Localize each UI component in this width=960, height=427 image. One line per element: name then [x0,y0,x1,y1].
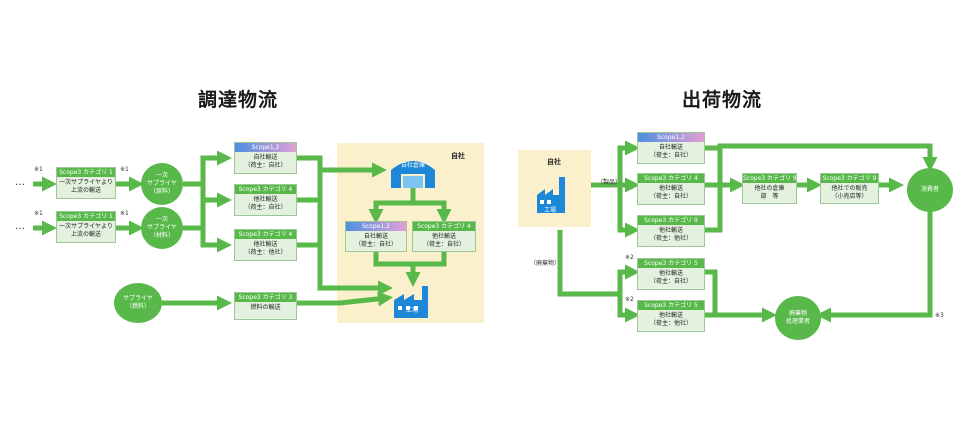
note-3: ※1 [120,166,129,173]
box-header: Scope3 カテゴリ 4 [413,222,475,231]
arrow-raw-scope12 [183,150,232,187]
product-label: （製品） [597,179,622,186]
arrow-r-scope12 [591,140,640,188]
factory-label: 工場 [405,307,418,314]
note-4: ※1 [120,210,129,217]
waste-handler-circle: 廃棄物 処理業者 [775,296,821,340]
box-r-cat9: Scope3 カテゴリ 9 他社輸送 （荷主：他社） [637,215,705,247]
arrow-mat-cat4 [183,225,232,253]
box-header: Scope1,2 [235,143,296,152]
warehouse-icon [389,158,437,188]
note-r-2: ※2 [625,296,634,303]
box-cat4-warehouse: Scope3 カテゴリ 4 他社輸送 （荷主：自社） [412,221,476,252]
arrow-r-to-warehouse [705,145,745,193]
box-r-cat5-a: Scope3 カテゴリ 5 他社輸送 （荷主：自社） [637,258,705,290]
arrow-to-factory [297,242,393,296]
note-2: ※1 [34,210,43,217]
supplier-raw-circle: 一次 サプライヤ （原料） [141,163,183,205]
box-body: 他社の倉庫 部 等 [754,185,785,200]
note-1: ※1 [34,166,43,173]
own-company-zone-right [518,150,591,227]
box-cat3-fuel: Scope3 カテゴリ 3 燃料の輸送 [234,292,297,320]
arrow-inner-factory [373,252,421,287]
supplier-material-circle: 一次 サプライヤ （材料） [141,207,183,249]
arrow-r-to-consumer [717,143,938,172]
box-header: Scope3 カテゴリ 4 [235,230,296,239]
ellipsis-2: … [15,221,26,232]
box-header: Scope3 カテゴリ 4 [235,185,296,194]
consumer-circle: 消費者 [907,168,953,212]
box-scope12-top: Scope1,2 自社輸送 （荷主：自社） [234,142,297,174]
box-body: 他社での販売 （小売店等） [831,185,868,200]
box-body: 他社輸送 （荷主：自社） [244,196,287,211]
box-cat4-low: Scope3 カテゴリ 4 他社輸送 （荷主：他社） [234,229,297,261]
box-r-cat9-sales: Scope3 カテゴリ 9 他社での販売 （小売店等） [820,173,879,204]
box-header: Scope1,2 [638,133,704,142]
arrow-raw-cat4 [200,184,232,208]
box-body: 他社輸送 （荷主：他社） [649,227,692,242]
box-header: Scope3 カテゴリ 5 [638,301,704,310]
arrow-to-warehouse [297,155,387,178]
box-r-scope12: Scope1,2 自社輸送 （荷主：自社） [637,132,705,164]
box-header: Scope3 カテゴリ 9 [743,174,796,183]
arrow-waste-cat5b [617,294,640,323]
note-r-1: ※2 [625,254,634,261]
box-body: 他社輸送 （荷主：自社） [649,185,692,200]
procurement-title: 調達物流 [198,89,279,111]
box-r-cat5-b: Scope3 カテゴリ 5 他社輸送 （荷主：他社） [637,300,705,332]
box-header: Scope3 カテゴリ 5 [638,259,704,268]
supplier-fuel-circle: サプライヤ （燃料） [114,283,162,323]
arrow-wh-scope12 [368,188,416,224]
warehouse-label: 自社倉庫 [400,162,425,169]
arrow-r-cat9 [617,185,640,238]
own-company-label-right: 自社 [547,158,561,166]
box-body: 他社輸送 （荷主：自社） [422,233,465,248]
box-body: 一次サプライヤより 上流の輸送 [59,179,113,194]
box-body: 燃料の輸送 [250,304,281,311]
box-header: Scope1,2 [346,222,406,231]
box-header: Scope3 カテゴリ 1 [57,168,115,177]
box-header: Scope3 カテゴリ 1 [57,212,115,221]
box-body: 自社輸送 （荷主：自社） [244,154,287,169]
ellipsis-1: … [15,177,26,188]
box-body: 他社輸送 （荷主：他社） [244,241,287,256]
box-cat4-mid: Scope3 カテゴリ 4 他社輸送 （荷主：自社） [234,184,297,216]
box-header: Scope3 カテゴリ 3 [235,293,296,302]
factory-label-right: 工場 [543,207,556,214]
box-body: 自社輸送 （荷主：自社） [649,144,692,159]
box-body: 一次サプライヤより 上流の輸送 [59,223,113,238]
arrow-consumer-wastehandler [816,205,933,323]
box-body: 自社輸送 （荷主：自社） [354,233,397,248]
arrow-wh-cat4 [413,200,452,224]
box-scope12-warehouse: Scope1,2 自社輸送 （荷主：自社） [345,221,407,252]
box-r-cat4: Scope3 カテゴリ 4 他社輸送 （荷主：自社） [637,173,705,205]
box-cat1-raw: Scope3 カテゴリ 1 一次サプライヤより 上流の輸送 [56,167,116,199]
box-header: Scope3 カテゴリ 9 [638,216,704,225]
box-header: Scope3 カテゴリ 4 [638,174,704,183]
box-header: Scope3 カテゴリ 9 [821,174,878,183]
own-company-label-left: 自社 [451,152,465,160]
note-r-3: ※3 [935,312,944,319]
box-cat1-mat: Scope3 カテゴリ 1 一次サプライヤより 上流の輸送 [56,211,116,243]
box-r-cat9-warehouse: Scope3 カテゴリ 9 他社の倉庫 部 等 [742,173,797,204]
waste-label: （廃棄物） [530,260,561,267]
box-body: 他社輸送 （荷主：他社） [649,312,692,327]
shipping-title: 出荷物流 [682,89,763,111]
arrow-waste-cat5a [557,230,640,297]
box-body: 他社輸送 （荷主：自社） [649,270,692,285]
arrow-cat3-factory [297,291,393,307]
factory-icon-right [535,175,569,213]
factory-icon [392,284,434,318]
